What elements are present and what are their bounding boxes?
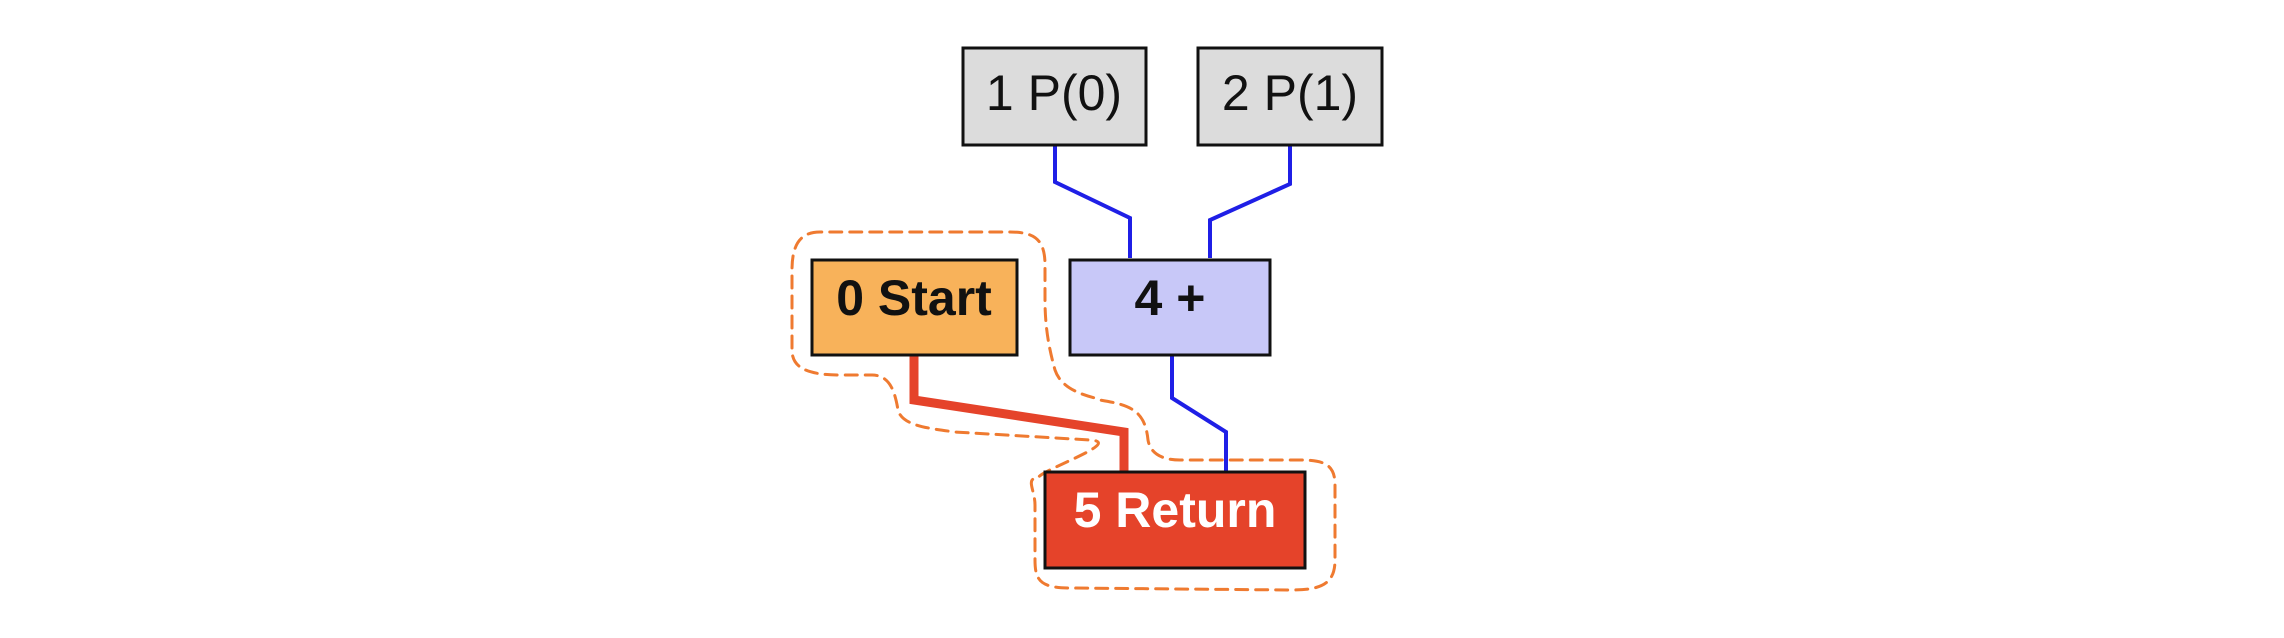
node-param1[interactable]: 2 P(1) [1196,46,1384,147]
edge-add-to-return [1170,354,1228,472]
node-return[interactable]: 5 Return [1043,470,1307,570]
node-add-label: 4 + [1135,270,1206,326]
control-group-outline [790,230,1337,592]
node-start[interactable]: 0 Start [810,258,1019,357]
node-param0-label: 1 P(0) [986,65,1122,121]
node-start-label: 0 Start [836,270,992,326]
edge-param0-to-add [1053,146,1132,258]
node-return-label: 5 Return [1074,482,1277,538]
node-param1-label: 2 P(1) [1222,65,1358,121]
node-add[interactable]: 4 + [1068,258,1272,357]
edge-start-to-return [909,354,1129,472]
edge-param1-to-add [1208,146,1292,258]
node-param0[interactable]: 1 P(0) [961,46,1148,147]
